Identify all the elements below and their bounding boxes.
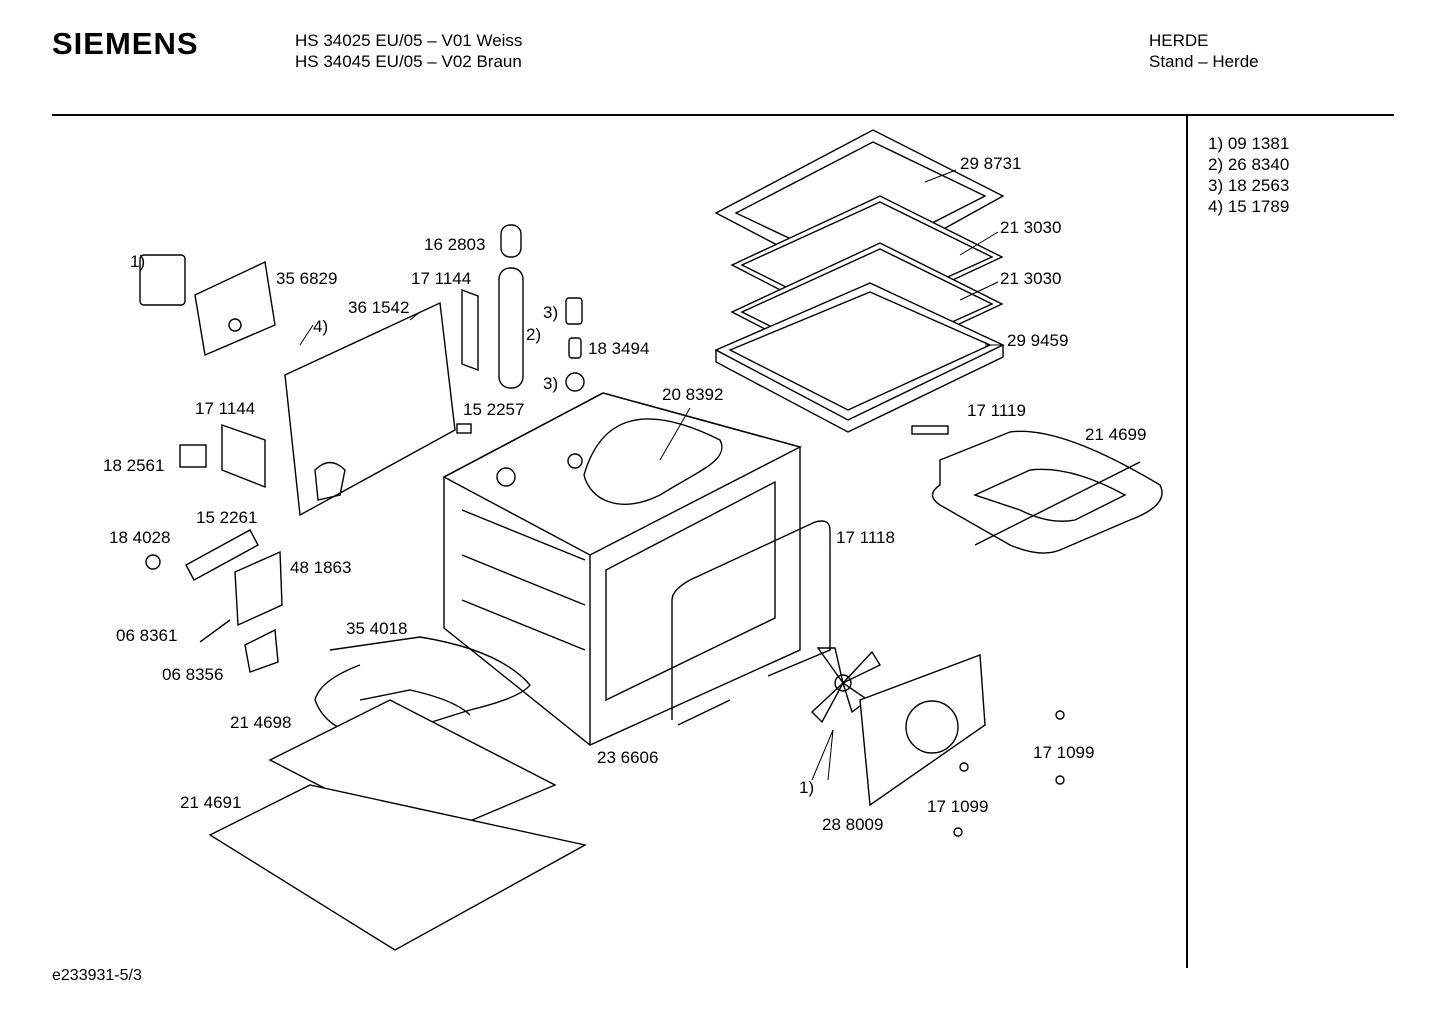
category-block: HERDE Stand – Herde <box>1149 30 1259 72</box>
part-label-214691: 21 4691 <box>180 793 241 812</box>
part-label-236606: 23 6606 <box>597 748 658 767</box>
door-seal-drawing <box>671 520 831 726</box>
bracket-356829-drawing <box>194 260 276 356</box>
ref-label-3-upper: 3) <box>543 303 558 322</box>
ref-label-3-lower: 3) <box>543 374 558 393</box>
part-label-068356: 06 8356 <box>162 665 223 684</box>
part-label-152257: 15 2257 <box>463 400 524 419</box>
part-label-183494: 18 3494 <box>588 339 649 358</box>
part-label-152261: 15 2261 <box>196 508 257 527</box>
oven-cavity-drawing <box>442 392 802 746</box>
footnote-divider <box>1186 115 1188 968</box>
base-plate-drawing <box>208 784 587 951</box>
side-panel-drawing <box>284 301 456 517</box>
part-label-354018: 35 4018 <box>346 619 407 638</box>
terminal-block-drawing <box>145 529 259 581</box>
thermostat-part-1-drawing <box>139 254 186 306</box>
part-label-299459: 29 9459 <box>1007 331 1068 350</box>
part-label-481863: 48 1863 <box>290 558 351 577</box>
part-label-171099-lower: 17 1099 <box>927 797 988 816</box>
plate-481863-drawing <box>234 550 283 627</box>
clip-182561-drawing <box>179 444 207 468</box>
ref-label-1-thermostat: 1) <box>130 252 145 271</box>
brand-logo: SIEMENS <box>52 26 199 61</box>
footnote-2: 2) 26 8340 <box>1208 155 1290 174</box>
part-label-298731: 29 8731 <box>960 154 1021 173</box>
fan-cover-drawing <box>859 654 986 807</box>
bottom-heater-drawing <box>314 636 531 737</box>
fan-blade-drawing <box>810 647 882 724</box>
hinge-171144-drawing <box>221 288 479 489</box>
document-id: e233931-5/3 <box>52 967 142 984</box>
model-line-2: HS 34045 EU/05 – V02 Braun <box>295 52 522 71</box>
tube-162803-drawing <box>498 224 524 389</box>
category-line-2: Stand – Herde <box>1149 52 1259 71</box>
part-label-213030-lower: 21 3030 <box>1000 269 1061 288</box>
part-label-356829: 35 6829 <box>276 269 337 288</box>
footnote-3: 3) 18 2563 <box>1208 176 1290 195</box>
ref-label-2: 2) <box>526 325 541 344</box>
part-label-162803: 16 2803 <box>424 235 485 254</box>
footnote-list: 1) 09 1381 2) 26 8340 3) 18 2563 4) 15 1… <box>1208 133 1289 217</box>
ref-label-4: 4) <box>313 317 328 336</box>
grill-element-drawing <box>911 425 1163 554</box>
leader-lines <box>299 169 1003 781</box>
screw-068361-drawing <box>199 619 279 673</box>
part-label-208392: 20 8392 <box>662 385 723 404</box>
part-label-361542: 36 1542 <box>348 298 409 317</box>
footnote-1: 1) 09 1381 <box>1208 134 1290 153</box>
screws-171099-drawing <box>953 710 1065 837</box>
part-label-171119: 17 1119 <box>967 401 1026 420</box>
part-label-184028: 18 4028 <box>109 528 170 547</box>
part-label-214699: 21 4699 <box>1085 425 1146 444</box>
category-line-1: HERDE <box>1149 31 1209 50</box>
part-label-182561: 18 2561 <box>103 456 164 475</box>
part-label-068361: 06 8361 <box>116 626 177 645</box>
part-label-171144-top: 17 1144 <box>411 269 471 288</box>
header-divider <box>52 114 1394 116</box>
part-label-171144-hinge: 17 1144 <box>195 399 255 418</box>
small-parts-drawing <box>456 297 585 434</box>
model-list: HS 34025 EU/05 – V01 Weiss HS 34045 EU/0… <box>295 30 522 72</box>
ref-label-1-fan: 1) <box>799 778 814 797</box>
part-label-171099-right: 17 1099 <box>1033 743 1094 762</box>
part-label-214698: 21 4698 <box>230 713 291 732</box>
part-label-213030-upper: 21 3030 <box>1000 218 1061 237</box>
part-label-288009: 28 8009 <box>822 815 883 834</box>
footnote-4: 4) 15 1789 <box>1208 197 1290 216</box>
part-label-171118: 17 1118 <box>836 528 895 547</box>
model-line-1: HS 34025 EU/05 – V01 Weiss <box>295 31 523 50</box>
